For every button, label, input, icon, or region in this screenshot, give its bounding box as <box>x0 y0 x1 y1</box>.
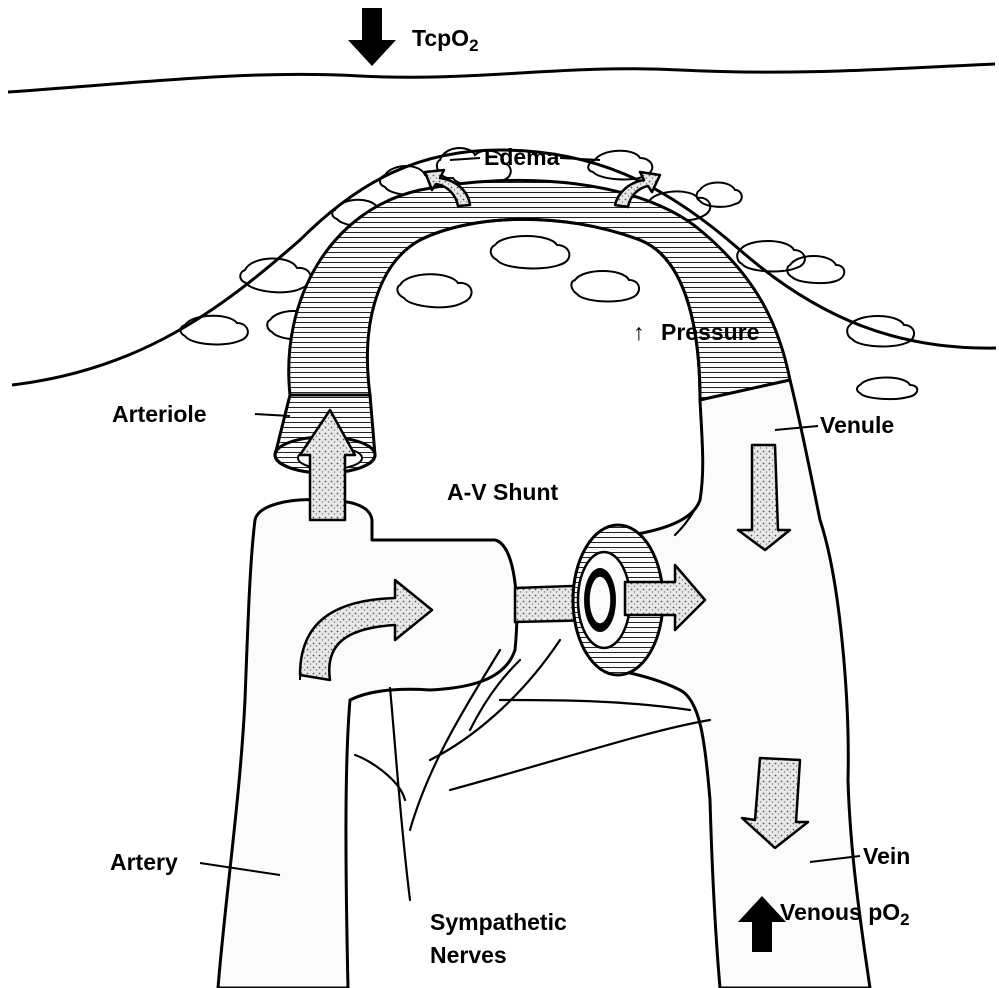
venous-po2-label: Venous pO2 <box>780 899 910 929</box>
edema-leader-right <box>560 158 600 160</box>
vein-label: Vein <box>863 843 910 869</box>
tcpo2-down-arrow <box>348 8 396 66</box>
vein <box>600 380 870 988</box>
capillary-arch <box>289 180 790 400</box>
sympathetic-label-line1: Sympathetic <box>430 909 567 935</box>
tcpo2-label: TcpO2 <box>412 25 479 55</box>
skin-surface-line <box>8 64 995 92</box>
av-shunt-label: A-V Shunt <box>447 479 558 505</box>
sympathetic-label-line2: Nerves <box>430 942 507 968</box>
pressure-label: Pressure <box>661 319 759 345</box>
edema-leader-left <box>450 158 480 160</box>
edema-label: Edema <box>484 144 560 170</box>
pressure-arrow-glyph: ↑ <box>633 319 645 345</box>
artery-label: Artery <box>110 849 178 875</box>
venule-label: Venule <box>820 412 894 438</box>
arteriole-label: Arteriole <box>112 401 207 427</box>
